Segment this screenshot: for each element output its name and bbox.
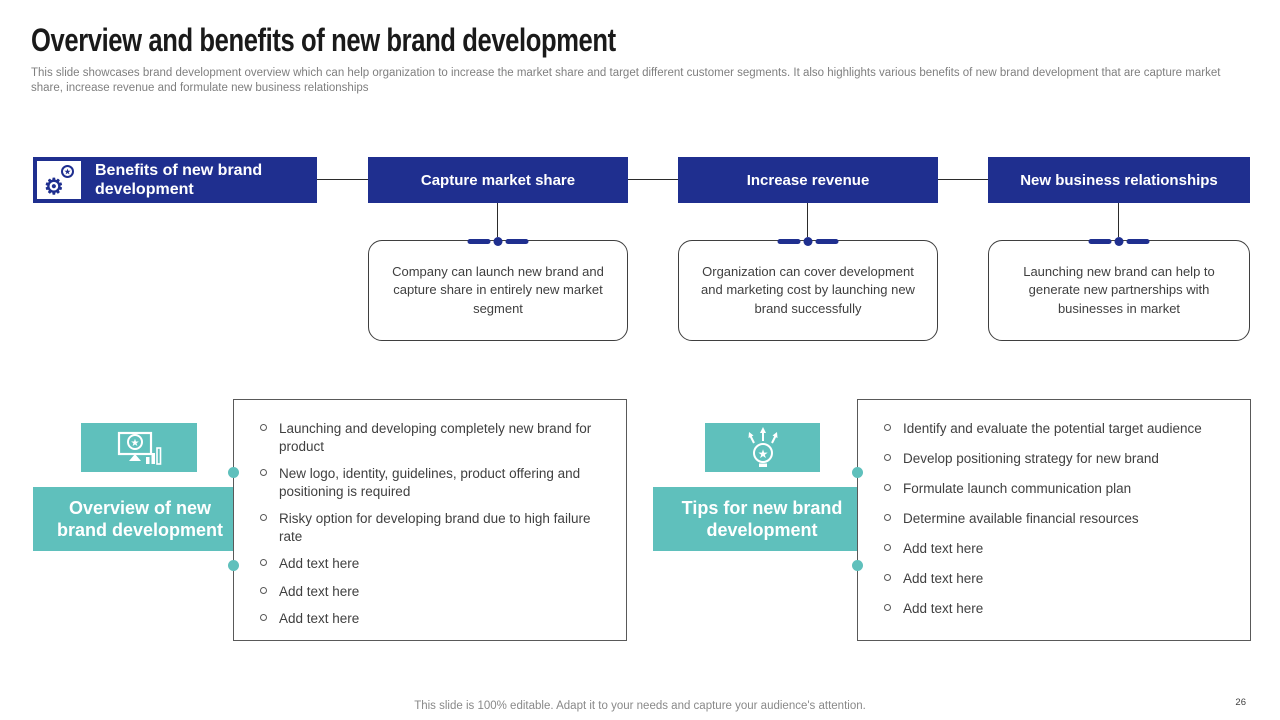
circle-bullet-icon xyxy=(884,514,891,522)
bar-dot-decoration xyxy=(467,237,529,246)
gear-badge-icon: ⚙ xyxy=(44,174,64,199)
circle-bullet-icon xyxy=(260,614,267,622)
list-item: Determine available financial resources xyxy=(882,510,1232,528)
circle-bullet-icon xyxy=(884,544,891,552)
flow-node-label: New business relationships xyxy=(1020,171,1218,189)
overview-icon-tile: ★ xyxy=(81,423,197,472)
description-box-increase-revenue: Organization can cover development and m… xyxy=(678,237,938,341)
connector-dot xyxy=(852,467,863,478)
bar-dot-decoration xyxy=(1088,237,1150,246)
benefits-header-label: Benefits of new brand development xyxy=(95,161,263,198)
list-item: Formulate launch communication plan xyxy=(882,480,1232,498)
tips-section-label: Tips for new brand development xyxy=(653,487,871,551)
connector-line xyxy=(497,203,498,237)
connector-line xyxy=(628,179,678,180)
list-item: Risky option for developing brand due to… xyxy=(258,510,608,545)
description-box-new-business-relationships: Launching new brand can help to generate… xyxy=(988,237,1250,341)
tips-icon-tile: ★ xyxy=(705,423,820,472)
slide-title: Overview and benefits of new brand devel… xyxy=(31,22,616,58)
list-item: Add text here xyxy=(258,583,608,601)
list-item: Add text here xyxy=(258,555,608,573)
circle-bullet-icon xyxy=(260,559,267,567)
benefits-header-box: ⚙ ★ Benefits of new brand development xyxy=(33,157,317,203)
bar-dot-decoration xyxy=(777,237,839,246)
star-badge-icon: ★ xyxy=(61,165,74,178)
connector-dot xyxy=(852,560,863,571)
flow-node-new-business-relationships: New business relationships xyxy=(988,157,1250,203)
svg-text:★: ★ xyxy=(131,438,140,449)
connector-dot xyxy=(228,467,239,478)
list-item: New logo, identity, guidelines, product … xyxy=(258,465,608,500)
flow-node-capture-market-share: Capture market share xyxy=(368,157,628,203)
svg-text:★: ★ xyxy=(757,447,768,461)
connector-line xyxy=(1118,203,1119,237)
flow-node-increase-revenue: Increase revenue xyxy=(678,157,938,203)
tips-bullet-list: Identify and evaluate the potential targ… xyxy=(857,399,1251,641)
monitor-badge-chart-icon: ★ xyxy=(117,431,162,465)
description-text: Organization can cover development and m… xyxy=(701,264,915,316)
list-item: Add text here xyxy=(882,540,1232,558)
description-box-capture-market-share: Company can launch new brand and capture… xyxy=(368,237,628,341)
bulb-gear-arrows-icon: ★ xyxy=(748,426,777,467)
connector-line xyxy=(938,179,988,180)
slide-subtitle: This slide showcases brand development o… xyxy=(31,67,1221,95)
tips-label-text: Tips for new brand development xyxy=(681,497,843,541)
benefits-icon-tile: ⚙ ★ xyxy=(37,161,81,199)
flow-node-label: Increase revenue xyxy=(746,171,870,189)
circle-bullet-icon xyxy=(884,424,891,431)
list-item: Identify and evaluate the potential targ… xyxy=(882,420,1232,438)
overview-label-text: Overview of new brand development xyxy=(56,497,224,541)
circle-bullet-icon xyxy=(260,469,267,477)
description-text: Launching new brand can help to generate… xyxy=(1023,264,1215,316)
description-text: Company can launch new brand and capture… xyxy=(392,264,604,316)
circle-bullet-icon xyxy=(884,454,891,462)
list-item: Add text here xyxy=(882,570,1232,588)
list-item: Launching and developing completely new … xyxy=(258,420,608,455)
list-item: Develop positioning strategy for new bra… xyxy=(882,450,1232,468)
overview-section-label: Overview of new brand development xyxy=(33,487,247,551)
list-item: Add text here xyxy=(258,610,608,628)
circle-bullet-icon xyxy=(260,424,267,431)
connector-line xyxy=(317,179,368,180)
circle-bullet-icon xyxy=(260,586,267,594)
list-item: Add text here xyxy=(882,600,1232,618)
circle-bullet-icon xyxy=(884,484,891,492)
footer-note: This slide is 100% editable. Adapt it to… xyxy=(414,700,866,712)
circle-bullet-icon xyxy=(884,604,891,612)
connector-dot xyxy=(228,560,239,571)
connector-line xyxy=(807,203,808,237)
overview-bullet-list: Launching and developing completely new … xyxy=(233,399,627,641)
flow-node-label: Capture market share xyxy=(420,171,576,189)
circle-bullet-icon xyxy=(884,574,891,582)
page-number: 26 xyxy=(1235,697,1246,708)
circle-bullet-icon xyxy=(260,514,267,522)
